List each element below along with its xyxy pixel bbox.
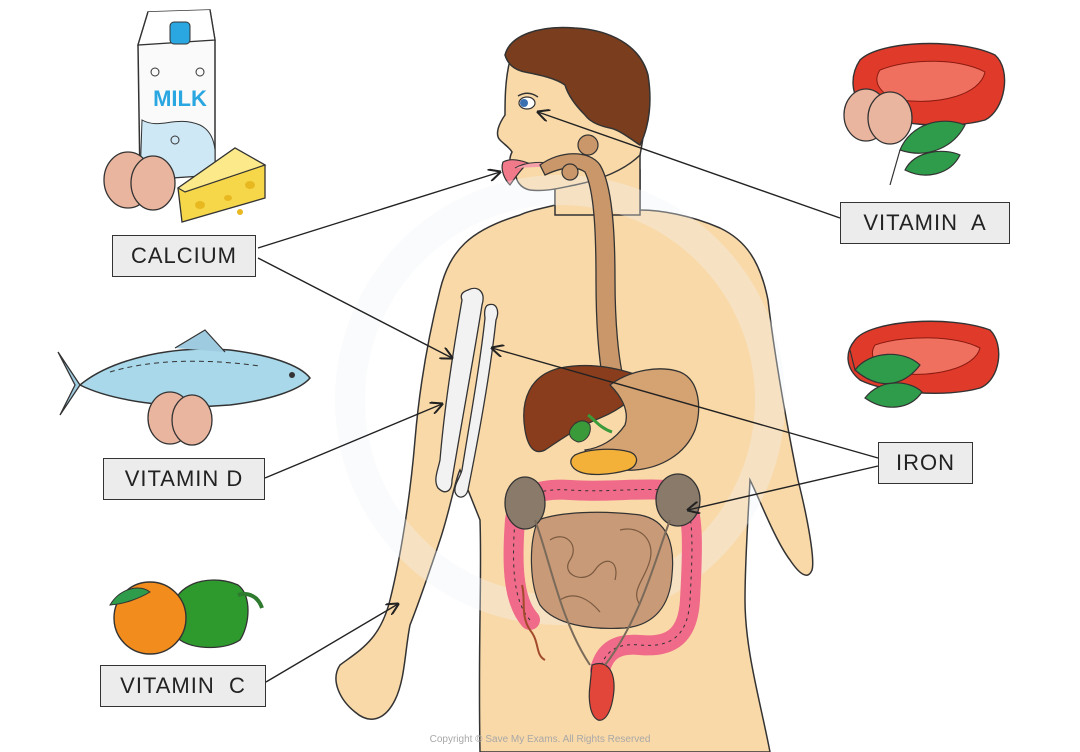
bone-ulna <box>454 303 499 498</box>
vitamin-a-label: VITAMIN A <box>840 202 1010 244</box>
human-body <box>335 26 814 752</box>
cheese-icon <box>176 147 267 223</box>
fish-icon <box>57 329 311 416</box>
egg-icon <box>103 151 176 211</box>
kidney-left <box>504 476 546 530</box>
vitamin-d-label: VITAMIN D <box>103 458 265 500</box>
hair <box>504 26 651 147</box>
bone-radius <box>435 287 484 493</box>
egg-icon <box>843 88 913 145</box>
arrow-calcium-to-mouth <box>257 172 500 249</box>
milk-carton-icon <box>137 9 216 181</box>
arrows <box>257 112 879 683</box>
orange-icon <box>109 581 187 655</box>
spinach-leaf-icon <box>849 349 923 408</box>
arrow-vitd-to-bone <box>264 404 442 479</box>
stomach <box>584 368 700 471</box>
rectum <box>588 663 615 721</box>
arrow-calcium-to-bone <box>257 257 452 358</box>
spinach-leaf-icon <box>889 120 966 186</box>
pancreas <box>570 448 638 476</box>
arrow-vita-to-eye <box>538 112 841 219</box>
milk-carton-label: MILK <box>153 86 207 111</box>
egg-icon <box>147 391 213 446</box>
arrow-iron-to-kidney <box>688 465 879 510</box>
vitamin-c-label: VITAMIN C <box>100 665 266 707</box>
arrow-vitc-to-skin <box>265 604 398 683</box>
iron-label: IRON <box>878 442 973 484</box>
kidney-right <box>655 473 701 527</box>
gall-bladder <box>569 420 591 443</box>
calcium-label: CALCIUM <box>112 235 256 277</box>
arrow-iron-to-bone <box>492 348 879 459</box>
copyright-notice: Copyright © Save My Exams. All Rights Re… <box>429 734 651 745</box>
